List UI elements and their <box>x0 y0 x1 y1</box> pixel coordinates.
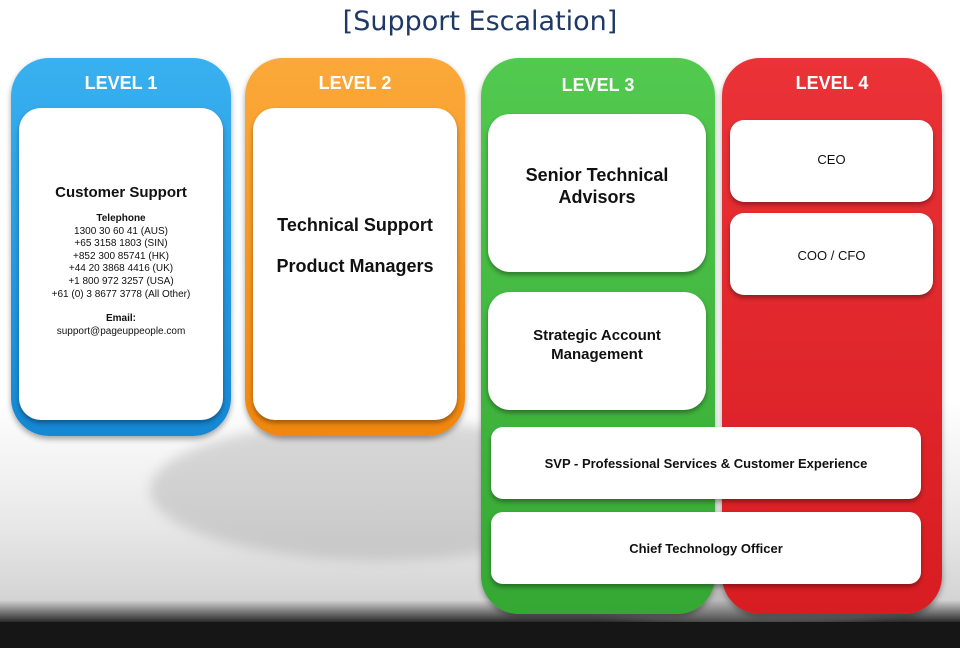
strategic-account-management-card: Strategic Account Management <box>488 292 706 410</box>
cto-card: Chief Technology Officer <box>491 512 921 584</box>
ceo-card: CEO <box>730 120 933 202</box>
product-managers-role: Product Managers <box>276 256 434 276</box>
email-label: Email: <box>105 313 136 325</box>
level-3-header: LEVEL 3 <box>561 75 635 95</box>
svp-card: SVP - Professional Services & Customer E… <box>491 427 921 499</box>
phone-usa: +1 800 972 3257 (USA) <box>68 275 174 287</box>
ceo-role: CEO <box>817 152 846 167</box>
coo-cfo-role: COO / CFO <box>797 248 866 263</box>
phone-other: +61 (0) 3 8677 3778 (All Other) <box>51 288 191 300</box>
telephone-label: Telephone <box>96 213 146 224</box>
level-1-column: LEVEL 1 Customer Support Telephone 1300 … <box>11 58 231 436</box>
technical-support-role: Technical Support <box>277 215 433 235</box>
senior-technical-advisors-card: Senior Technical Advisors <box>488 114 706 272</box>
strategic-account-management-role: Strategic Account Management <box>533 327 661 363</box>
svp-role: SVP - Professional Services & Customer E… <box>544 455 868 471</box>
level-1-header: LEVEL 1 <box>84 73 158 93</box>
level-2-header: LEVEL 2 <box>318 73 392 93</box>
contact-details: Telephone 1300 30 60 41 (AUS) +65 3158 1… <box>52 213 191 338</box>
customer-support-title: Customer Support <box>55 184 187 201</box>
customer-support-card: Customer Support Telephone 1300 30 60 41… <box>19 108 223 420</box>
phone-hk: +852 300 85741 (HK) <box>73 250 169 262</box>
phone-sin: +65 3158 1803 (SIN) <box>74 238 168 250</box>
level-4-header: LEVEL 4 <box>795 73 869 93</box>
support-email[interactable]: support@pageuppeople.com <box>56 325 186 337</box>
bottom-bar <box>0 622 960 648</box>
level-2-card: Technical Support Product Managers <box>253 108 457 420</box>
phone-uk: +44 20 3868 4416 (UK) <box>68 263 174 275</box>
senior-technical-advisors-role: Senior Technical Advisors <box>525 165 669 207</box>
page-title: [Support Escalation] <box>342 6 618 37</box>
level-2-column: LEVEL 2 Technical Support Product Manage… <box>245 58 465 436</box>
phone-aus: 1300 30 60 41 (AUS) <box>74 225 168 237</box>
cto-role: Chief Technology Officer <box>629 540 783 556</box>
coo-cfo-card: COO / CFO <box>730 213 933 295</box>
